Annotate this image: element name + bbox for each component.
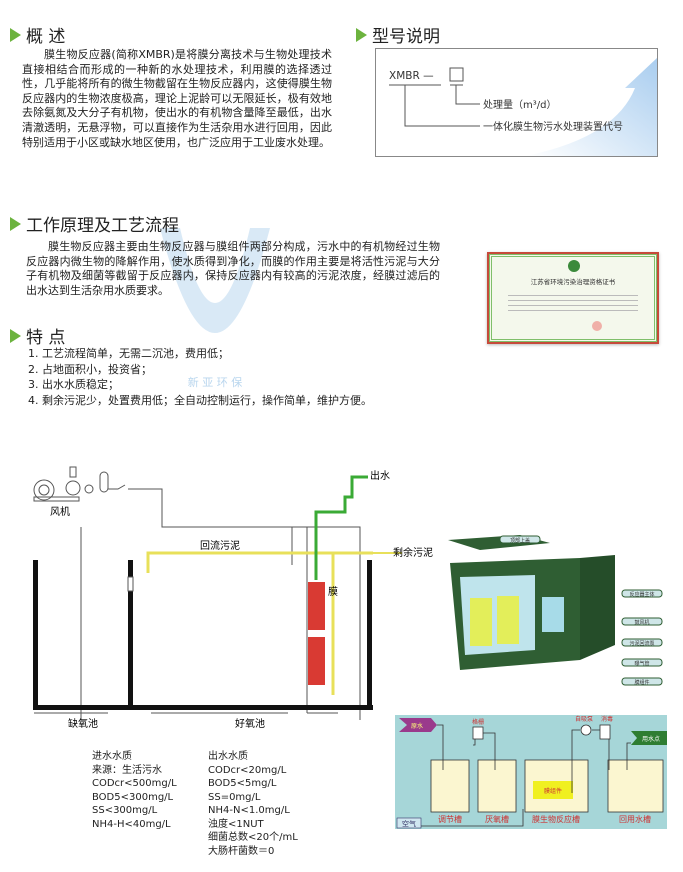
inlet-quality: 进水水质 来源：生活污水 CODcr<500mg/L BOD5<300mg/L …	[92, 750, 177, 831]
equipment-label: 污泥回流泵	[629, 640, 654, 647]
equipment-label: 曝气管	[634, 660, 649, 667]
outlet-quality: 出水水质 CODcr<20mg/L BOD5<5mg/L SS=0mg/L NH…	[208, 750, 298, 858]
certificate-title: 江苏省环境污染治理资格证书	[530, 278, 616, 286]
equipment-label: 顶部上盖	[510, 537, 530, 544]
feature-item: 1. 工艺流程简单，无需二沉池，费用低；	[28, 347, 229, 360]
features-list: 1. 工艺流程简单，无需二沉池，费用低； 2. 占地面积小，投资省； 3. 出水…	[28, 346, 372, 408]
features-title: 特 点	[26, 328, 66, 348]
screen-label: 格栅	[472, 718, 484, 726]
inlet-quality-title: 进水水质	[92, 751, 132, 762]
membrane-label: 膜	[328, 586, 338, 598]
outlet-row: 细菌总数<20个/mL	[208, 832, 298, 843]
overview-heading: 概 述	[10, 22, 65, 47]
inlet-row: CODcr<500mg/L	[92, 778, 177, 789]
membrane-module-label: 膜组件	[544, 787, 562, 795]
air-label: 空气	[402, 819, 416, 828]
model-code: XMBR —	[389, 70, 434, 82]
feature-item: 4. 剩余污泥少，处置费用低；全自动控制运行，操作简单，维护方便。	[28, 393, 372, 407]
equipment-label: 膜组件	[634, 679, 649, 686]
certificate-image: 江苏省环境污染治理资格证书	[487, 252, 659, 344]
outlet-quality-title: 出水水质	[208, 751, 248, 762]
aerobic-tank-label: 好氧池	[235, 717, 265, 730]
raw-water-label: 原水	[411, 722, 423, 730]
equipment-label: 鼓风机	[634, 619, 649, 626]
inlet-row: SS<300mg/L	[92, 805, 158, 816]
model-heading: 型号说明	[356, 22, 440, 47]
triangle-bullet-icon	[356, 27, 367, 42]
outlet-row: CODcr<20mg/L	[208, 764, 287, 776]
watermark-logo: 新 亚 环 保	[160, 228, 270, 389]
features-heading: 特 点	[10, 323, 65, 348]
excess-sludge-label: 剩余污泥	[393, 546, 433, 559]
inlet-row: NH4-H<40mg/L	[92, 818, 171, 830]
model-box: XMBR — 处理量（m³/d） 一体化膜生物污水处理装置代号	[375, 48, 658, 157]
flow-diagram: 原水 用水点 膜组件 格栅 自吸泵 消毒 调节槽 厌氧槽 膜生物反应槽 回用水槽…	[395, 715, 667, 829]
outlet-row: 大肠杆菌数＝0	[208, 845, 275, 857]
outlet-row: 浊度<1NUT	[208, 818, 264, 830]
tank-label: 膜生物反应槽	[532, 814, 580, 824]
use-point-label: 用水点	[642, 735, 660, 743]
anoxic-tank-label: 缺氧池	[68, 717, 98, 730]
outlet-row: NH4-N<1.0mg/L	[208, 805, 290, 816]
equipment-illustration: 顶部上盖 反应器主体 鼓风机 污泥回流泵 曝气管 膜组件	[448, 535, 663, 686]
model-capacity-label: 处理量（m³/d）	[483, 99, 556, 111]
principle-heading: 工作原理及工艺流程	[10, 211, 179, 236]
outlet-label: 出水	[370, 469, 390, 482]
return-sludge-label: 回流污泥	[200, 539, 240, 552]
feature-item: 2. 占地面积小，投资省；	[28, 362, 152, 376]
inlet-row: 来源：生活污水	[92, 764, 162, 776]
triangle-bullet-icon	[10, 328, 21, 343]
svg-text:新 亚 环 保: 新 亚 环 保	[188, 375, 243, 389]
equipment-label: 反应器主体	[629, 591, 654, 598]
model-title: 型号说明	[372, 27, 440, 47]
pump-label: 自吸泵	[575, 715, 593, 723]
triangle-bullet-icon	[10, 27, 21, 42]
overview-paragraph: 膜生物反应器(简称XMBR)是将膜分离技术与生物处理技术直接相结合而形成的一种新…	[22, 48, 332, 149]
tank-label: 厌氧槽	[485, 814, 509, 824]
disinfect-label: 消毒	[601, 715, 613, 723]
blower-label: 风机	[50, 505, 70, 518]
certificate-seal-icon	[568, 260, 580, 272]
overview-text: 膜生物反应器(简称XMBR)是将膜分离技术与生物处理技术直接相结合而形成的一种新…	[22, 48, 332, 150]
tank-label: 调节槽	[438, 814, 462, 824]
process-diagram: 风机 回流污泥 剩余污泥 出水 膜 缺氧池 好氧池	[33, 466, 433, 730]
overview-title: 概 述	[26, 27, 66, 47]
tank-label: 回用水槽	[619, 814, 651, 824]
triangle-bullet-icon	[10, 216, 21, 231]
principle-text: 膜生物反应器主要由生物反应器与膜组件两部分构成，污水中的有机物经过生物反应器内微…	[26, 240, 440, 298]
model-device-label: 一体化膜生物污水处理装置代号	[483, 120, 623, 133]
principle-title: 工作原理及工艺流程	[26, 216, 179, 236]
outlet-row: SS=0mg/L	[208, 791, 261, 803]
inlet-row: BOD5<300mg/L	[92, 791, 174, 803]
feature-item: 3. 出水水质稳定；	[28, 378, 119, 391]
outlet-row: BOD5<5mg/L	[208, 778, 277, 789]
principle-paragraph: 膜生物反应器主要由生物反应器与膜组件两部分构成，污水中的有机物经过生物反应器内微…	[26, 240, 440, 297]
